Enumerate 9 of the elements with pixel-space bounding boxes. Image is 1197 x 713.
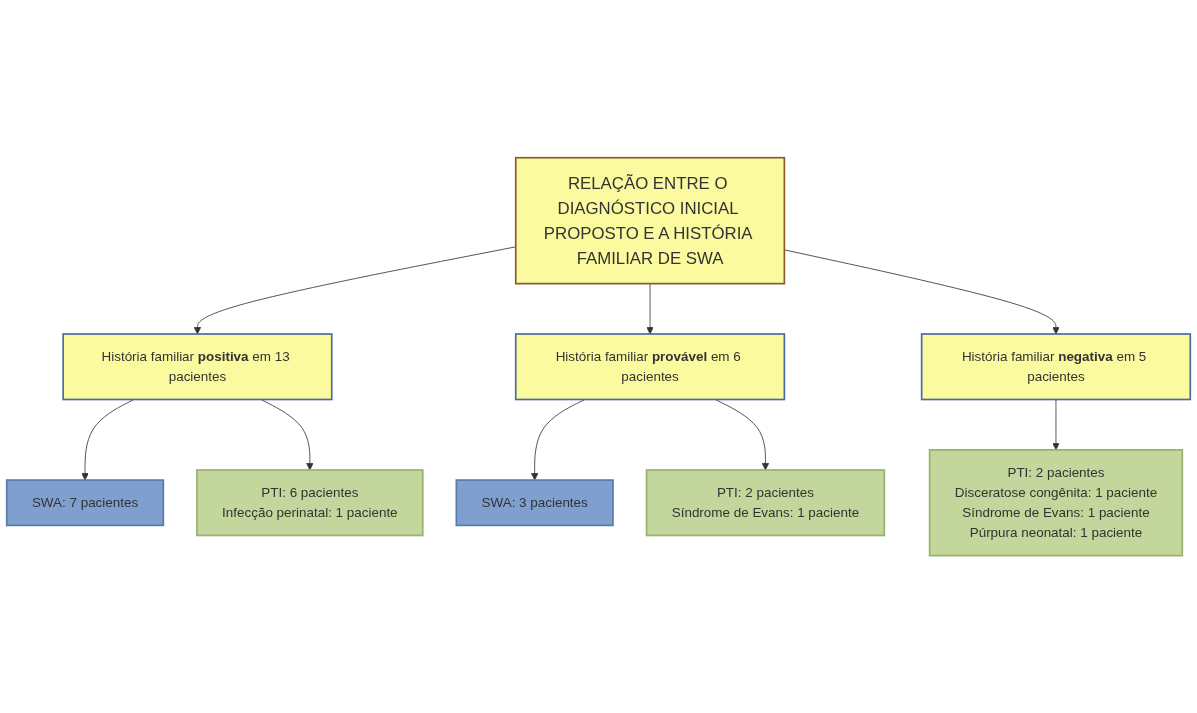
node-box: SWA: 3 pacientes (455, 479, 614, 527)
node-box: História familiar positiva em 13 pacientes (62, 333, 333, 401)
node-box: PTI: 2 pacientes Disceratose congênita: 1 paciente Síndrome de Evans: 1 paciente Púrpura neonatal: 1 paciente (928, 448, 1184, 557)
node-box: SWA: 7 pacientes (5, 479, 165, 527)
node-box: PTI: 2 pacientes Síndrome de Evans: 1 paciente (645, 469, 886, 537)
node-box: PTI: 6 pacientes Infecção perinatal: 1 paciente (196, 469, 424, 537)
node-box: História familiar negativa em 5 pacientes (920, 333, 1192, 401)
node-box: História familiar provável em 6 pacientes (514, 333, 786, 401)
node-box: RELAÇÃO ENTRE O DIAGNÓSTICO INICIAL PROPOSTO E A HISTÓRIA FAMILIAR DE SWA (514, 156, 786, 285)
